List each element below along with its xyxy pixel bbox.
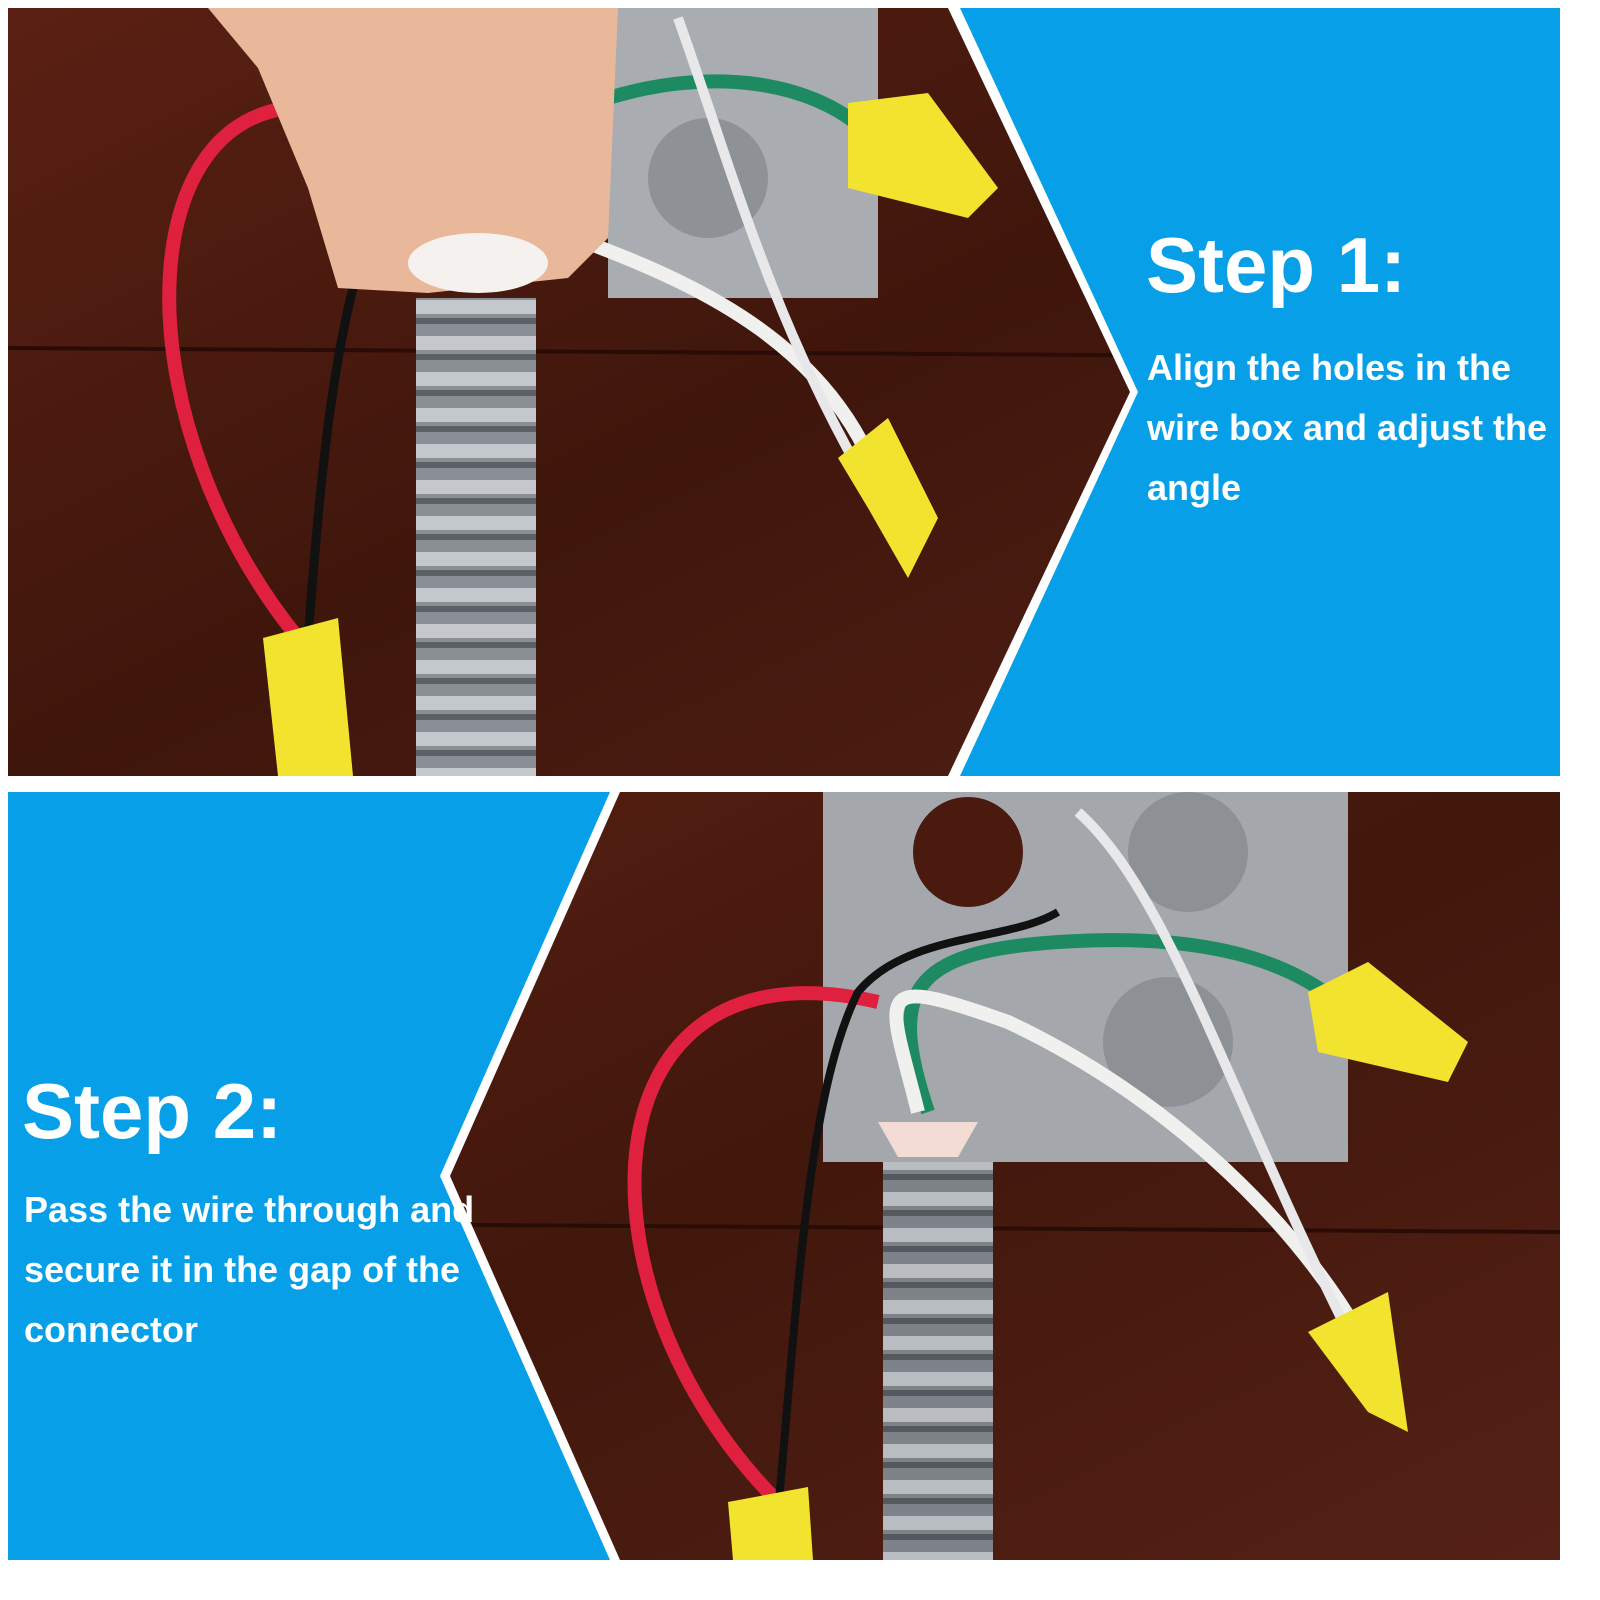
wire-connector [838, 418, 938, 578]
wire-connector [263, 618, 353, 776]
junction-box [823, 792, 1348, 1162]
step-1-photo [8, 8, 1560, 776]
step-1-banner [960, 8, 1560, 776]
wire-connector [1308, 962, 1468, 1082]
step-2-photo [8, 792, 1560, 1560]
flexible-conduit [883, 1162, 993, 1560]
step-2-banner [8, 792, 610, 1560]
flexible-conduit [416, 298, 536, 776]
step-2-title: Step 2: [22, 1067, 283, 1155]
step-2-description: Pass the wire through and secure it in t… [24, 1189, 475, 1350]
step-1-title: Step 1: [1146, 221, 1407, 309]
wire-connector [728, 1487, 813, 1560]
wire-connector [848, 93, 998, 218]
wire-connector [1308, 1292, 1408, 1432]
step-2-panel: Step 2: Pass the wire through and secure… [8, 792, 1560, 1560]
hand [208, 8, 618, 293]
step-1-description: Align the holes in the wire box and adju… [1147, 347, 1548, 508]
cable-connector [878, 1122, 978, 1157]
cable-connector [408, 233, 548, 293]
step-1-panel: Step 1: Align the holes in the wire box … [8, 8, 1560, 776]
